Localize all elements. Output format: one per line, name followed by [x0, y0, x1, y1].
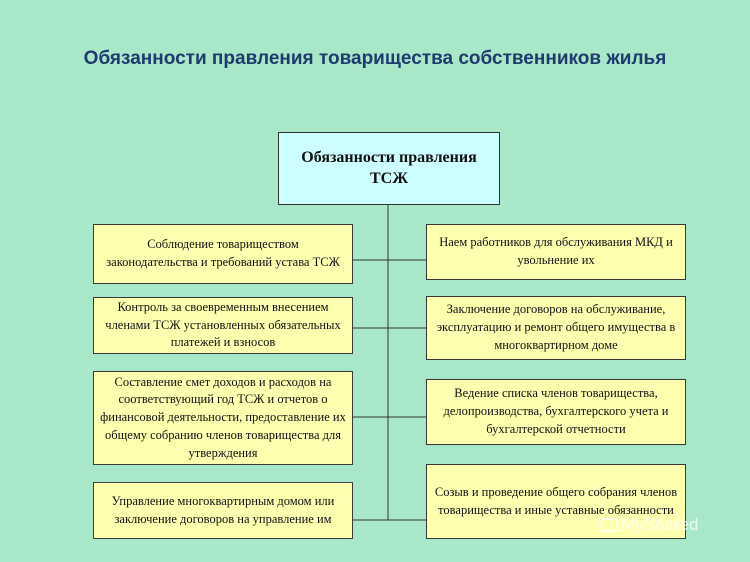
duty-box-right-4: Созыв и проведение общего собрания члено…: [426, 464, 686, 539]
duty-box-right-3: Ведение списка членов товарищества, дело…: [426, 379, 686, 445]
root-line-1: Обязанности правления: [301, 148, 477, 166]
presentation-icon: [600, 518, 618, 532]
root-box: Обязанности правления ТСЖ: [278, 132, 500, 205]
watermark: MyShared: [600, 515, 698, 535]
duty-box-right-1: Наем работников для обслуживания МКД и у…: [426, 224, 686, 280]
duty-box-left-4: Управление многоквартирным домом или зак…: [93, 482, 353, 539]
root-line-2: ТСЖ: [369, 169, 409, 187]
watermark-text: MyShared: [621, 515, 699, 534]
duty-box-left-3: Составление смет доходов и расходов на с…: [93, 371, 353, 465]
duty-box-left-2: Контроль за своевременным внесением член…: [93, 297, 353, 354]
duty-box-left-1: Соблюдение товариществом законодательств…: [93, 224, 353, 284]
duty-box-right-2: Заключение договоров на обслуживание, эк…: [426, 296, 686, 360]
slide-title: Обязанности правления товарищества собст…: [83, 48, 667, 69]
